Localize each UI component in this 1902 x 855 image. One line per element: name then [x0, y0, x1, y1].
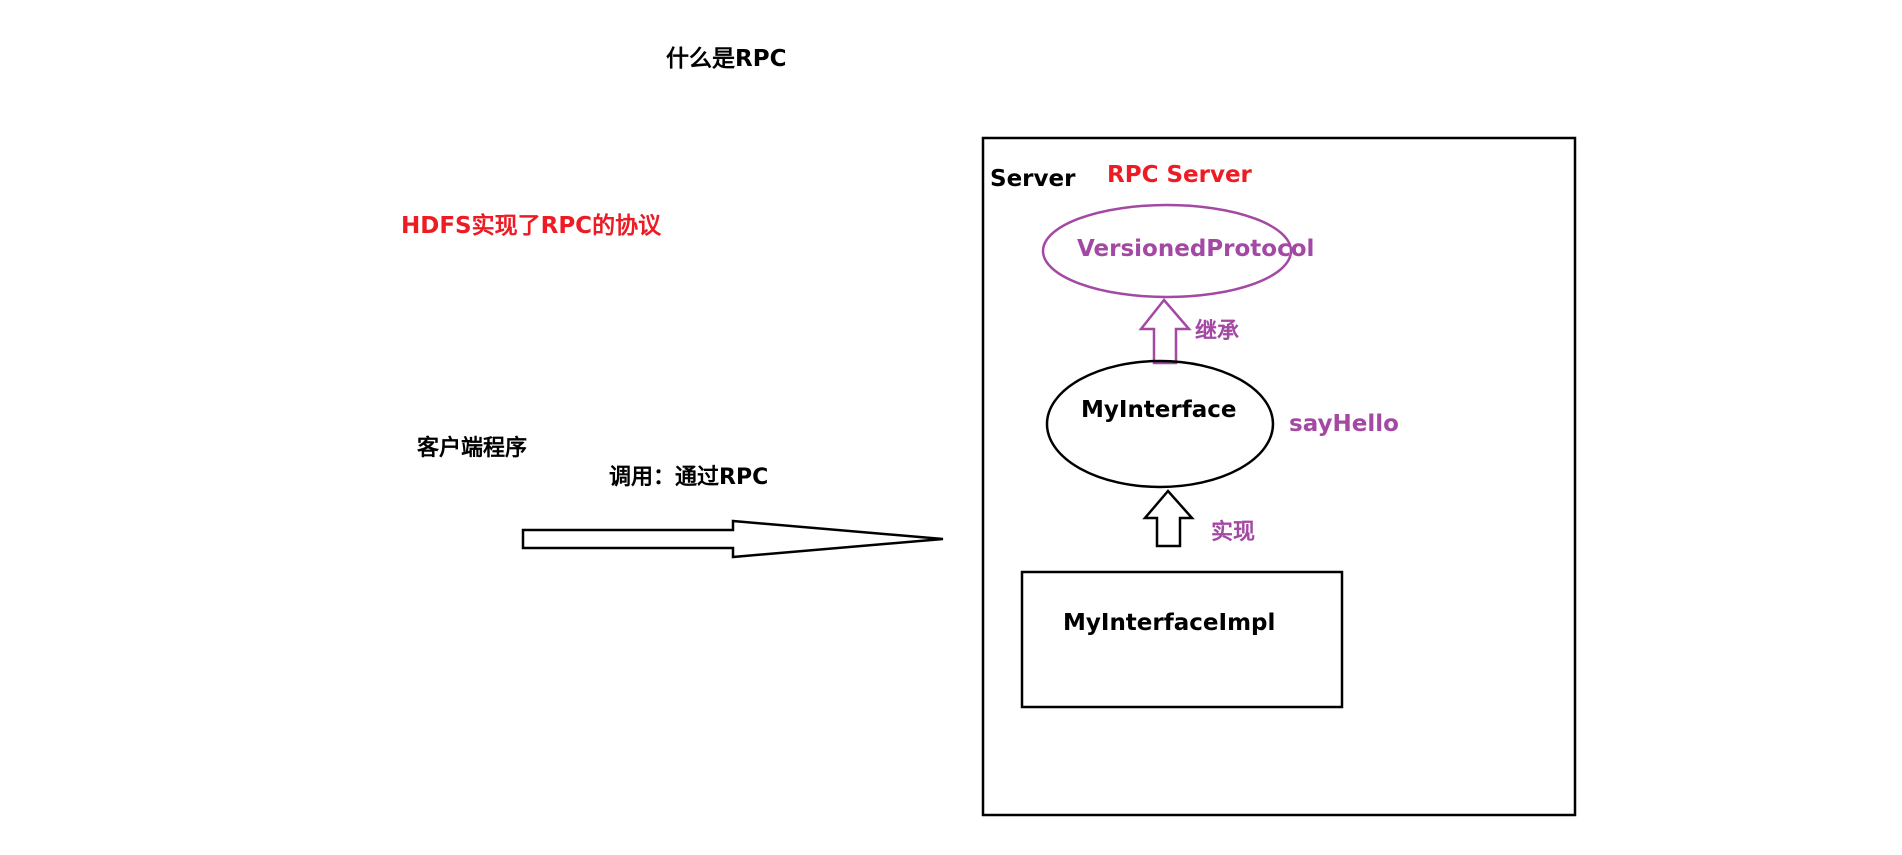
server-box — [981, 136, 1577, 817]
implement-arrow — [1142, 489, 1195, 548]
my-interface-impl-label: MyInterfaceImpl — [1063, 610, 1276, 636]
implement-label: 实现 — [1211, 520, 1256, 545]
versioned-protocol-ellipse — [1041, 203, 1293, 299]
inherit-arrow — [1138, 298, 1192, 365]
say-hello-method-label: sayHello — [1289, 411, 1399, 437]
server-label: Server — [990, 166, 1076, 192]
my-interface-ellipse — [1045, 359, 1275, 489]
my-interface-label: MyInterface — [1081, 397, 1237, 423]
inherit-label: 继承 — [1195, 319, 1240, 344]
page-title: 什么是RPC — [666, 46, 787, 72]
rpc-server-label: RPC Server — [1107, 162, 1252, 188]
client-program-label: 客户端程序 — [417, 436, 528, 461]
rpc-call-label: 调用：通过RPC — [609, 465, 769, 490]
my-interface-impl-box — [1020, 570, 1344, 709]
versioned-protocol-label: VersionedProtocol — [1077, 236, 1315, 262]
rpc-call-arrow — [521, 519, 944, 559]
hdfs-rpc-note: HDFS实现了RPC的协议 — [401, 213, 662, 239]
